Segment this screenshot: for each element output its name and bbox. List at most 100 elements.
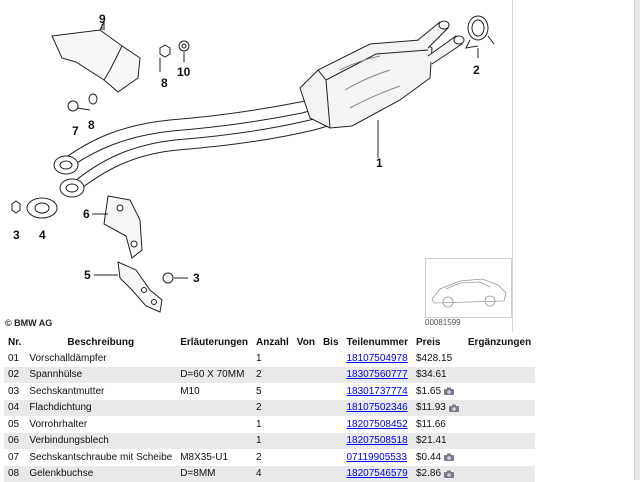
row-bis <box>319 350 343 367</box>
row-nr: 07 <box>4 449 25 466</box>
callout-2: 2 <box>473 63 480 77</box>
part-number-link[interactable]: 18301737774 <box>347 386 408 397</box>
camera-icon[interactable] <box>443 453 455 461</box>
callout-8: 8 <box>161 76 168 90</box>
callout-4: 4 <box>39 228 46 242</box>
row-extras <box>464 350 535 367</box>
row-quantity: 5 <box>252 383 293 400</box>
header-von: Von <box>293 334 319 350</box>
row-price-cell: $21.41 <box>412 433 464 450</box>
part-number-link[interactable]: 18207508518 <box>347 435 408 446</box>
row-part-number-cell: 18301737774 <box>343 383 413 400</box>
row-quantity: 2 <box>252 367 293 384</box>
callout-3-left: 3 <box>13 228 20 242</box>
row-price-cell: $11.66 <box>412 416 464 433</box>
parts-diagram: 9 8 10 2 7 8 1 3 4 6 5 3 © BMW AG 000815… <box>0 0 513 332</box>
callout-9: 9 <box>99 12 106 26</box>
part-number-link[interactable]: 18307560777 <box>347 369 408 380</box>
row-bis <box>319 433 343 450</box>
row-description: Verbindungsblech <box>25 433 176 450</box>
row-explanation <box>176 433 252 450</box>
row-part-number-cell: 18107504978 <box>343 350 413 367</box>
row-explanation: D=60 X 70MM <box>176 367 252 384</box>
part-number-link[interactable]: 18207508452 <box>347 419 408 430</box>
parts-table: Nr. Beschreibung Erläuterungen Anzahl Vo… <box>4 334 535 482</box>
header-anzahl: Anzahl <box>252 334 293 350</box>
callout-8-lower: 8 <box>88 118 95 132</box>
row-price: $11.66 <box>416 419 446 430</box>
row-part-number-cell: 18307560777 <box>343 367 413 384</box>
row-price: $21.41 <box>416 435 447 446</box>
row-price: $2.86 <box>416 468 441 479</box>
header-erlaeuterungen: Erläuterungen <box>176 334 252 350</box>
row-bis <box>319 400 343 417</box>
part-number-link[interactable]: 18107504978 <box>347 353 408 364</box>
part-number-link[interactable]: 07119905533 <box>347 452 407 463</box>
header-beschreibung: Beschreibung <box>25 334 176 350</box>
row-price: $428.15 <box>416 353 452 364</box>
camera-icon[interactable] <box>443 470 455 478</box>
row-von <box>293 400 319 417</box>
row-nr: 06 <box>4 433 25 450</box>
row-price-cell: $34.61 <box>412 367 464 384</box>
callout-3-right: 3 <box>193 271 200 285</box>
row-price: $0.44 <box>416 452 441 463</box>
row-extras <box>464 400 535 417</box>
vehicle-thumbnail[interactable] <box>425 258 512 318</box>
header-bis: Bis <box>319 334 343 350</box>
row-price: $11.93 <box>416 402 446 413</box>
row-von <box>293 350 319 367</box>
row-price: $1.65 <box>416 386 441 397</box>
row-price: $34.61 <box>416 369 447 380</box>
scrollbar[interactable] <box>634 0 640 480</box>
row-price-cell: $11.93 <box>412 400 464 417</box>
row-extras <box>464 367 535 384</box>
row-von <box>293 449 319 466</box>
row-bis <box>319 367 343 384</box>
row-price-cell: $428.15 <box>412 350 464 367</box>
row-von <box>293 433 319 450</box>
row-von <box>293 416 319 433</box>
diagram-reference-number: 00081599 <box>425 318 461 327</box>
row-bis <box>319 383 343 400</box>
row-bis <box>319 449 343 466</box>
table-header-row: Nr. Beschreibung Erläuterungen Anzahl Vo… <box>4 334 535 350</box>
row-description: Sechskantschraube mit Scheibe <box>25 449 176 466</box>
row-extras <box>464 449 535 466</box>
row-part-number-cell: 07119905533 <box>343 449 413 466</box>
row-von <box>293 367 319 384</box>
row-price-cell: $1.65 <box>412 383 464 400</box>
row-von <box>293 383 319 400</box>
camera-icon[interactable] <box>448 404 460 412</box>
row-quantity: 1 <box>252 416 293 433</box>
row-nr: 05 <box>4 416 25 433</box>
header-preis: Preis <box>412 334 464 350</box>
header-nr: Nr. <box>4 334 25 350</box>
camera-icon[interactable] <box>443 387 455 395</box>
part-number-link[interactable]: 18207546579 <box>347 468 408 479</box>
row-nr: 02 <box>4 367 25 384</box>
callout-1: 1 <box>376 156 383 170</box>
row-quantity: 2 <box>252 400 293 417</box>
row-part-number-cell: 18207508518 <box>343 433 413 450</box>
copyright-label: © BMW AG <box>5 318 52 328</box>
row-explanation: M8X35-U1 <box>176 449 252 466</box>
row-bis <box>319 416 343 433</box>
row-description: Vorrohrhalter <box>25 416 176 433</box>
callout-6: 6 <box>83 207 90 221</box>
row-extras <box>464 416 535 433</box>
row-description: Spannhülse <box>25 367 176 384</box>
row-extras <box>464 433 535 450</box>
callout-5: 5 <box>84 268 91 282</box>
header-ergaenzungen: Ergänzungen <box>464 334 535 350</box>
row-nr: 01 <box>4 350 25 367</box>
row-quantity: 1 <box>252 433 293 450</box>
part-number-link[interactable]: 18107502346 <box>347 402 408 413</box>
row-part-number-cell: 18107502346 <box>343 400 413 417</box>
callout-7: 7 <box>72 124 79 138</box>
